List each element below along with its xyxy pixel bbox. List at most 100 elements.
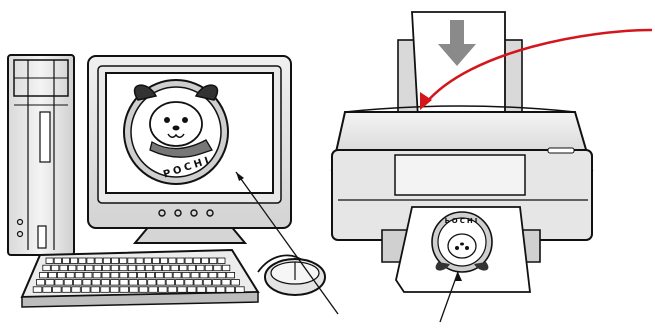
- keyboard-key: [168, 257, 177, 264]
- keyboard-key: [59, 264, 68, 272]
- keyboard-key: [204, 264, 214, 272]
- keyboard-key: [147, 279, 157, 286]
- keyboard-key: [93, 264, 102, 272]
- keyboard-key: [165, 279, 175, 286]
- keyboard-icon: [20, 248, 260, 308]
- keyboard-key: [119, 264, 128, 272]
- keyboard-key: [63, 279, 73, 286]
- keyboard-key: [137, 271, 146, 279]
- keyboard-key: [129, 286, 139, 293]
- keyboard-key: [158, 286, 168, 293]
- keyboard-key: [208, 271, 218, 279]
- keyboard-key: [221, 279, 231, 286]
- keyboard-key: [91, 279, 101, 286]
- keyboard-key: [90, 286, 101, 293]
- leader-line-monitor: [235, 171, 339, 315]
- keyboard-key: [62, 257, 71, 264]
- keyboard-key: [156, 279, 166, 286]
- keyboard-key: [128, 271, 137, 279]
- keyboard-key: [221, 264, 231, 272]
- keyboard-key: [100, 279, 111, 286]
- keyboard-key: [202, 279, 213, 286]
- keyboard-key: [176, 257, 185, 264]
- keyboard-key: [94, 257, 103, 264]
- keyboard-key: [225, 286, 235, 293]
- keyboard-key: [45, 257, 54, 264]
- keyboard-key: [61, 286, 72, 293]
- keyboard-key: [184, 279, 194, 286]
- keyboard-key: [71, 286, 81, 293]
- keyboard-key: [119, 257, 128, 264]
- keyboard-key: [110, 264, 120, 272]
- keyboard-key: [217, 271, 227, 279]
- keyboard-key: [65, 271, 75, 279]
- keyboard-key: [181, 271, 191, 279]
- keyboard-key: [36, 279, 46, 286]
- keyboard-key: [119, 279, 129, 286]
- keyboard-key: [32, 286, 43, 293]
- keyboard-key: [144, 264, 154, 272]
- keyboard-key: [53, 257, 62, 264]
- keyboard-key: [110, 279, 120, 286]
- arrow-down-icon: [438, 20, 476, 66]
- keyboard-key: [57, 271, 66, 279]
- keyboard-key: [196, 264, 205, 272]
- keyboard-key: [217, 257, 226, 264]
- keyboard-key: [235, 286, 245, 293]
- keyboard-key: [212, 279, 222, 286]
- keyboard-key: [102, 257, 111, 264]
- keyboard-key: [101, 271, 111, 279]
- keyboard-key: [153, 264, 162, 272]
- keyboard-key: [54, 279, 64, 286]
- leader-arrowhead-monitor: [236, 172, 244, 181]
- keyboard-key: [160, 257, 169, 264]
- keyboard-key: [161, 264, 171, 272]
- keyboard-key: [92, 271, 102, 279]
- keyboard-key: [76, 264, 85, 272]
- keyboard-key: [70, 257, 79, 264]
- keyboard-key: [127, 264, 137, 272]
- keyboard-key: [187, 264, 197, 272]
- keyboard-key: [209, 257, 218, 264]
- keyboard-key: [179, 264, 188, 272]
- keyboard-key: [74, 271, 84, 279]
- keyboard-key: [215, 286, 226, 293]
- pochi-logo-screen: POCHI: [123, 79, 229, 185]
- keyboard-key: [177, 286, 187, 293]
- keyboard-key: [42, 286, 52, 293]
- keyboard-key: [110, 271, 120, 279]
- keyboard-key: [163, 271, 173, 279]
- keyboard-key: [136, 264, 145, 272]
- leader-line-printer: [439, 271, 459, 323]
- keyboard-key: [193, 279, 203, 286]
- keyboard-key: [230, 279, 240, 286]
- keyboard-key: [172, 271, 182, 279]
- keyboard-key: [137, 279, 148, 286]
- keyboard-key: [170, 264, 179, 272]
- keyboard-key: [52, 286, 62, 293]
- keyboard-key: [138, 286, 149, 293]
- keyboard-key: [68, 264, 77, 272]
- mouse-icon: [264, 258, 326, 296]
- keyboard-key: [192, 257, 201, 264]
- keyboard-key: [42, 264, 51, 272]
- keyboard-key: [151, 257, 160, 264]
- keyboard-key: [85, 264, 94, 272]
- pochi-logo-printed: POCHI: [431, 211, 493, 273]
- keyboard-key: [175, 279, 185, 286]
- keyboard-key: [186, 286, 197, 293]
- keyboard-key: [190, 271, 200, 279]
- keyboard-key: [213, 264, 222, 272]
- keyboard-key: [196, 286, 207, 293]
- keyboard-key: [82, 279, 92, 286]
- keyboard-key: [128, 279, 138, 286]
- keyboard-key: [111, 257, 120, 264]
- leader-arrowhead-printer: [455, 272, 462, 281]
- keyboard-key: [167, 286, 178, 293]
- keyboard-key: [78, 257, 87, 264]
- keyboard-key: [127, 257, 136, 264]
- keyboard-key: [199, 271, 209, 279]
- keyboard-key: [45, 279, 55, 286]
- keyboard-key: [83, 271, 93, 279]
